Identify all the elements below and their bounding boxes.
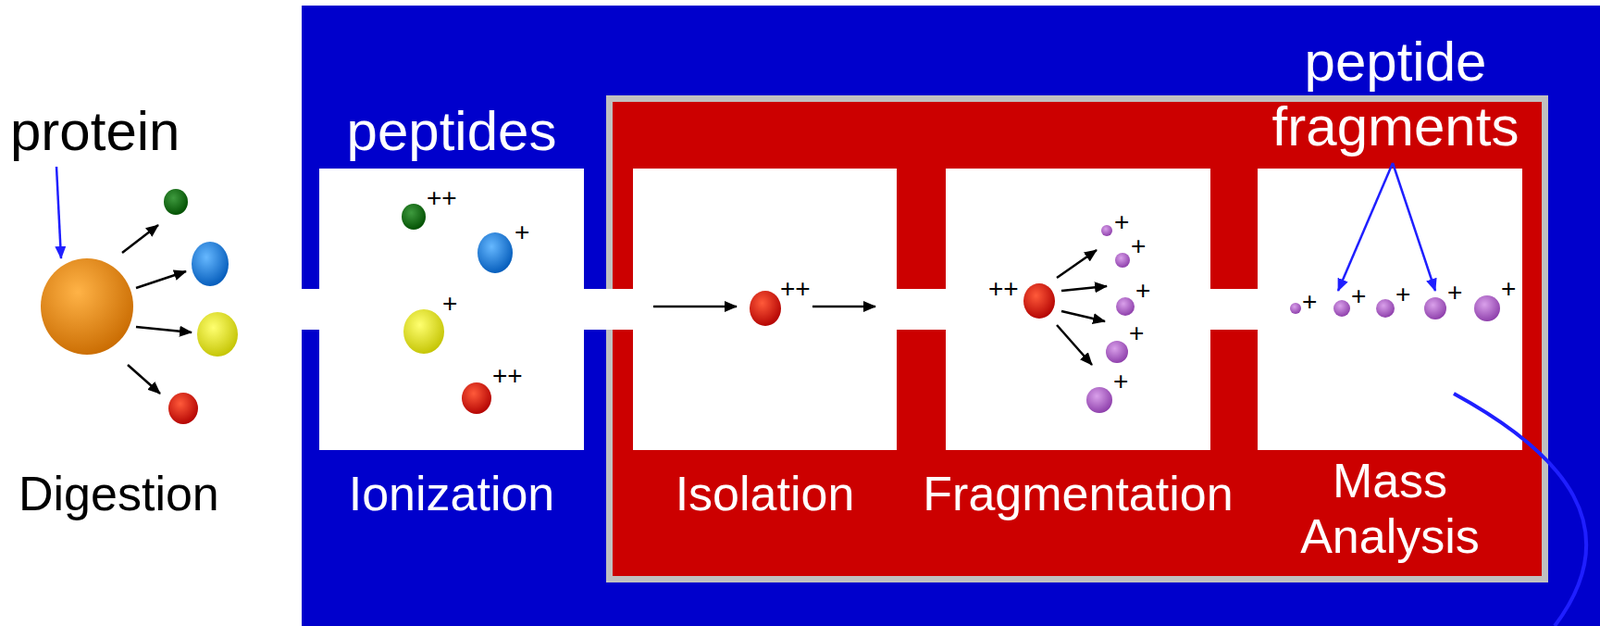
ion-channel (1210, 288, 1258, 330)
charge-mark: ++ (492, 362, 523, 389)
digest-arrow (127, 364, 161, 394)
fragment-blob (1424, 297, 1447, 320)
stage-caption: Ionization (263, 465, 640, 521)
charge-mark: + (1447, 279, 1463, 306)
fragment-blob (1289, 302, 1302, 314)
peptide-blob (191, 241, 229, 286)
charge-mark: ++ (780, 275, 811, 302)
protein-blob (40, 258, 134, 355)
fragment-blob (1116, 297, 1135, 316)
charge-mark: + (1128, 320, 1144, 347)
fragment-blob (1474, 295, 1501, 322)
charge-mark: + (1302, 288, 1317, 315)
peptide-blob (401, 203, 426, 230)
digest-arrow (136, 271, 187, 288)
fragment-arrow (1061, 285, 1107, 291)
ion-channel (896, 288, 946, 330)
charge-mark: + (1351, 283, 1366, 310)
fragment-blob (1101, 224, 1113, 236)
peptide-blob (197, 311, 238, 357)
charge-mark: + (1113, 368, 1129, 395)
fragment-blob (1086, 386, 1113, 413)
isolated-peptide (632, 168, 897, 450)
blue-region (301, 5, 1600, 626)
charge-mark: + (1130, 233, 1146, 260)
stage-caption: Fragmentation (890, 465, 1266, 521)
charge-mark: ++ (988, 275, 1019, 302)
callout-label: peptide fragments (1261, 29, 1530, 160)
stage-box: Fragmentation (945, 168, 1211, 450)
charge-mark: ++ (426, 185, 458, 211)
step-label: Digestion (18, 465, 220, 521)
charge-mark: + (514, 219, 530, 246)
stage-box: Mass Analysis (1257, 168, 1523, 450)
digest-arrow (136, 326, 192, 333)
peptide-blob (403, 309, 445, 354)
peptide-blob (168, 392, 199, 424)
stage-box: Isolation (632, 168, 897, 450)
fragment-blob (1333, 299, 1351, 317)
charge-mark: + (1135, 277, 1151, 304)
fragmenting-peptide (945, 168, 1211, 450)
charge-mark: + (1114, 209, 1129, 236)
fragment-arrow (1056, 249, 1097, 278)
charge-mark: + (442, 290, 458, 317)
fragment-blob (1115, 252, 1130, 268)
charge-mark: + (1395, 281, 1411, 308)
flow-arrow (812, 305, 876, 309)
stage-caption: Mass Analysis (1257, 452, 1523, 564)
peptide-blob (163, 188, 188, 215)
leader-arrow (1338, 162, 1393, 291)
leader-arrow (1392, 162, 1436, 291)
analysed-fragments (1257, 168, 1523, 450)
digest-arrow (122, 224, 159, 253)
ion-channel (583, 288, 633, 330)
protein-label: protein (10, 99, 180, 164)
flow-arrow (653, 305, 737, 309)
stage-heading: peptides (291, 99, 612, 164)
fragment-blob (1376, 298, 1395, 318)
peptide-blob (477, 232, 513, 273)
peptide-blob (749, 290, 782, 326)
fragment-arrow (1061, 310, 1105, 322)
peptide-blob (1023, 283, 1055, 319)
leader-arrow (56, 166, 62, 259)
charge-mark: + (1500, 275, 1516, 302)
peptide-blob (461, 382, 492, 414)
fragment-arrow (1056, 324, 1092, 365)
stage-caption: Isolation (577, 465, 953, 521)
fragment-blob (1105, 340, 1129, 363)
